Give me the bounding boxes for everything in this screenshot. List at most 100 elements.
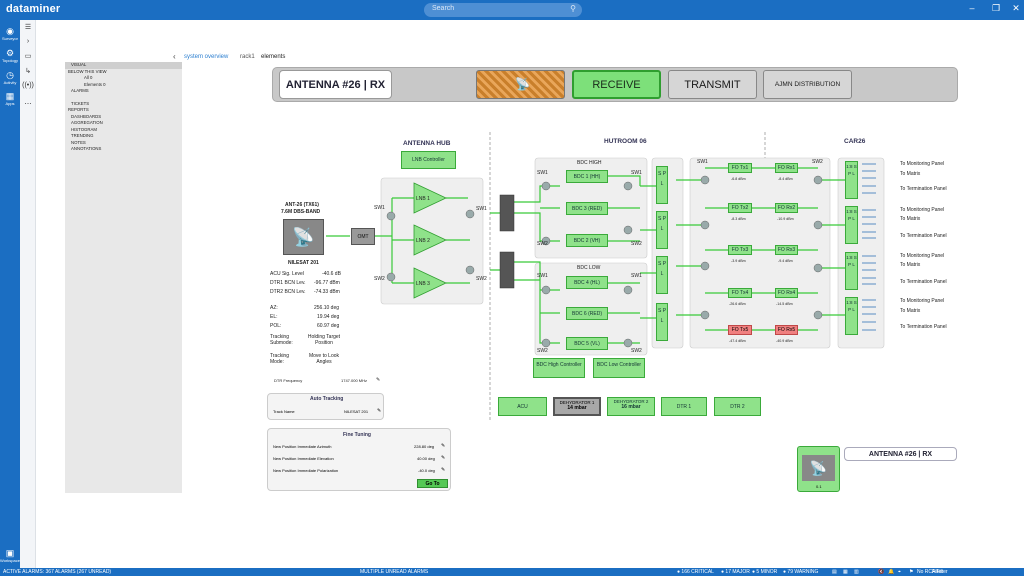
nav-apps[interactable]: ▦ Apps — [0, 91, 20, 106]
nav-activity[interactable]: ◷ Activity — [0, 70, 20, 85]
fo-tx2[interactable]: FO Tx2 — [728, 203, 752, 213]
antenna-title-card: ANTENNA #26 | RX — [279, 70, 392, 99]
bell-icon[interactable]: 🔔 — [888, 569, 895, 575]
bdc-low-controller[interactable]: BDC Low Controller — [593, 358, 645, 378]
filter-icon[interactable]: ⚑ — [909, 569, 914, 575]
car-splitter-4[interactable]: 1:8 S P L — [845, 297, 858, 335]
mini-antenna-widget[interactable]: 📡 0.1 — [797, 446, 840, 492]
close-icon[interactable]: ✕ — [1012, 3, 1020, 13]
tree-item-all[interactable]: All 0 — [84, 75, 93, 80]
grid-view-icon[interactable]: ▦ — [843, 569, 848, 575]
mute-icon[interactable]: 🔇 — [878, 569, 885, 575]
bdc-unit-1[interactable]: BDC 1 (HH) — [566, 170, 608, 183]
edit-icon[interactable]: ✎ — [441, 443, 446, 449]
antenna-alarm-button[interactable]: 📡 — [476, 70, 565, 99]
tag-icon[interactable]: ⌖ — [898, 569, 901, 575]
splitter-4[interactable]: S P L — [656, 303, 668, 341]
fo-rx3[interactable]: FO Rx3 — [775, 245, 798, 255]
table-view-icon[interactable]: ▥ — [854, 569, 859, 575]
fo-rx2[interactable]: FO Rx2 — [775, 203, 798, 213]
go-to-button[interactable]: Go To — [417, 479, 448, 488]
nav-surveyor[interactable]: ◉ Surveyor — [0, 26, 20, 41]
breadcrumb-system-overview[interactable]: system overview — [184, 54, 229, 60]
fo-rx1[interactable]: FO Rx1 — [775, 163, 798, 173]
tree-item-dashboards[interactable]: DASHBOARDS — [71, 113, 102, 119]
bdc-high-controller[interactable]: BDC High Controller — [533, 358, 585, 378]
bdc-unit-2[interactable]: BDC 2 (VH) — [566, 234, 608, 247]
tree-item-histogram[interactable]: HISTOGRAM — [71, 126, 97, 132]
bdc-unit-5[interactable]: BDC 5 (VL) — [566, 337, 608, 350]
nav-topology[interactable]: ⚙ Topology — [0, 48, 20, 63]
fo-tx5[interactable]: FO Tx5 — [728, 325, 752, 335]
omt-block[interactable]: OMT — [351, 228, 375, 245]
edit-icon[interactable]: ✎ — [376, 377, 381, 383]
lnb3-label[interactable]: LNB 3 — [416, 281, 430, 287]
splitter-3[interactable]: S P L — [656, 256, 668, 294]
active-alarms-text[interactable]: ACTIVE ALARMS: 367 ALARMS (267 UNREAD) — [3, 569, 112, 575]
bdc-unit-3[interactable]: BDC 3 (RED) — [566, 202, 608, 215]
tree-item-reports[interactable]: REPORTS — [68, 107, 89, 112]
chat-icon[interactable]: ▭ — [24, 53, 32, 60]
tree-item-tickets[interactable]: TICKETS — [71, 100, 90, 106]
unread-alarms-text[interactable]: MULTIPLE UNREAD ALARMS — [360, 569, 429, 575]
search-placeholder: Search — [432, 5, 455, 12]
fo-tx1[interactable]: FO Tx1 — [728, 163, 752, 173]
list-view-icon[interactable]: ▤ — [832, 569, 837, 575]
collapse-panel-icon[interactable]: ‹ — [173, 52, 176, 61]
edit-icon[interactable]: ✎ — [441, 455, 446, 461]
tree-item-trending[interactable]: TRENDING — [71, 133, 94, 138]
dtr1-block[interactable]: DTR 1 — [661, 397, 707, 416]
edit-icon[interactable]: ✎ — [377, 408, 382, 414]
minor-count[interactable]: ● 5 MINOR — [752, 569, 778, 575]
maximize-icon[interactable]: ❐ — [991, 3, 1001, 13]
splitter-1[interactable]: S P L — [656, 166, 668, 204]
splitter-2[interactable]: S P L — [656, 211, 668, 249]
acu-block[interactable]: ACU — [498, 397, 547, 416]
receive-button[interactable]: RECEIVE — [572, 70, 661, 99]
car-splitter-1[interactable]: 1:8 S P L — [845, 161, 858, 199]
transmit-button[interactable]: TRANSMIT — [668, 70, 757, 99]
tree-item-notes[interactable]: NOTES — [71, 139, 86, 145]
critical-count[interactable]: ● 166 CRITICAL — [677, 569, 714, 575]
fo-tx4[interactable]: FO Tx4 — [728, 288, 752, 298]
chevron-right-icon[interactable]: › — [26, 38, 30, 45]
fo-rx5[interactable]: FO Rx5 — [775, 325, 798, 335]
bdc-unit-4[interactable]: BDC 4 (HL) — [566, 276, 608, 289]
tree-item-below[interactable]: BELOW THIS VIEW — [68, 68, 107, 74]
menu-icon[interactable]: ☰ — [24, 24, 32, 31]
lnb2-label[interactable]: LNB 2 — [416, 238, 430, 244]
car-splitter-3[interactable]: 1:8 S P L — [845, 252, 858, 290]
distribution-button[interactable]: AJMN DISTRIBUTION — [763, 70, 852, 99]
rca-filter[interactable]: No RCA Filter — [917, 569, 948, 575]
signal-icon[interactable]: ((•)) — [22, 82, 34, 89]
fo-rx4[interactable]: FO Rx4 — [775, 288, 798, 298]
lnb1-label[interactable]: LNB 1 — [416, 196, 430, 202]
redirect-icon[interactable]: ↳ — [25, 68, 31, 75]
mini-antenna-title-card: ANTENNA #26 | RX — [844, 447, 957, 461]
tree-item-elements[interactable]: Elements 0 — [84, 81, 106, 87]
edit-icon[interactable]: ✎ — [441, 467, 446, 473]
nav-workspace[interactable]: ▣ Workspace — [0, 548, 20, 563]
breadcrumb-elements[interactable]: elements — [261, 54, 286, 60]
filter-input[interactable]: Filter — [932, 568, 943, 576]
more-icon[interactable]: ⋯ — [24, 101, 32, 108]
satellite-dish-icon[interactable]: 📡 — [283, 219, 324, 255]
output-termination-2: To Termination Panel — [900, 233, 947, 239]
dtr2-block[interactable]: DTR 2 — [714, 397, 761, 416]
fo-tx3[interactable]: FO Tx3 — [728, 245, 752, 255]
warning-count[interactable]: ● 79 WARNING — [783, 569, 819, 575]
tree-item-annotations[interactable]: ANNOTATIONS — [71, 146, 102, 151]
minimize-icon[interactable]: – — [969, 3, 975, 13]
tree-item-visual[interactable]: VISUAL — [65, 62, 182, 69]
major-count[interactable]: ● 17 MAJOR — [721, 569, 750, 575]
car-splitter-2[interactable]: 1:8 S P L — [845, 206, 858, 244]
search-input[interactable]: Search ⚲ — [424, 3, 582, 17]
hub-sw1-right: SW1 — [476, 206, 487, 212]
bdc-unit-6[interactable]: BDC 6 (RED) — [566, 307, 608, 320]
tree-item-alarms[interactable]: ALARMS — [71, 88, 89, 93]
dehydrator-1[interactable]: DEHYDRATOR 1 14 mbar — [553, 397, 601, 416]
breadcrumb-rack[interactable]: rack1 — [240, 54, 255, 60]
lnb-controller[interactable]: LNB Controller — [401, 151, 456, 169]
dehydrator-2[interactable]: DEHYDRATOR 2 16 mbar — [607, 397, 655, 416]
tree-item-aggregation[interactable]: AGGREGATION — [71, 120, 103, 125]
